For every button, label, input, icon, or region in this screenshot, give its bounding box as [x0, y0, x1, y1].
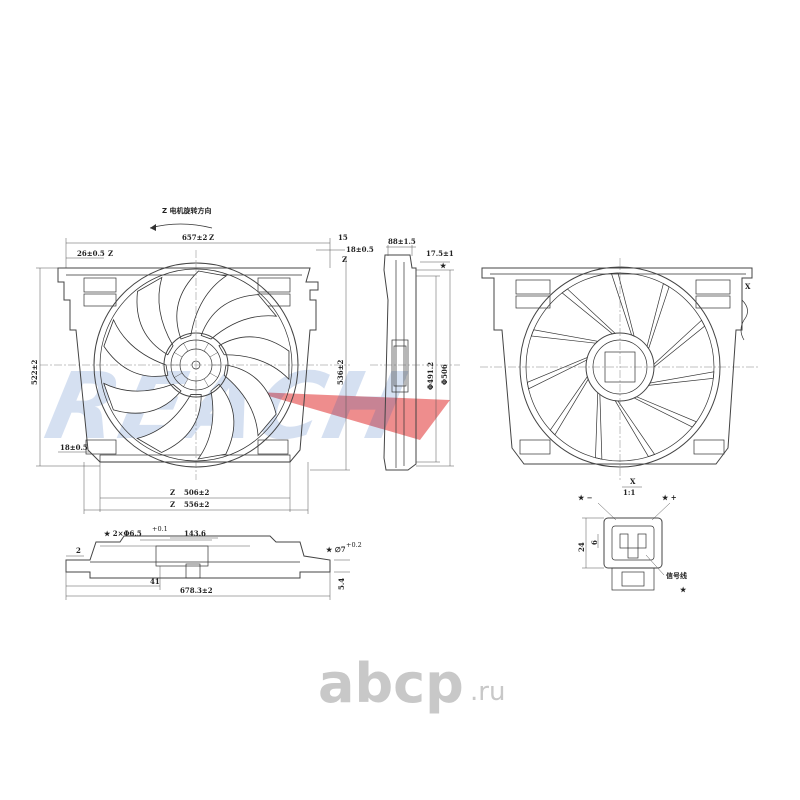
fan-blade: [136, 276, 174, 356]
fan-blade: [136, 394, 202, 453]
side-view: 88±1.5 17.5±1 ★ Φ491.2 Φ506: [370, 237, 460, 471]
hub-rib: [183, 343, 189, 352]
dim-spacing: 143.6: [184, 529, 206, 538]
dim-z-right: Z: [342, 255, 347, 264]
rear-view: X: [480, 258, 760, 480]
hub-rib: [203, 378, 209, 387]
detail-star: ★: [680, 585, 687, 594]
connector-body: [603, 517, 663, 569]
fan-blade: [176, 270, 228, 340]
rear-strut: [647, 371, 715, 386]
fan-blade: [223, 364, 277, 437]
dim-side-depth: 88±1.5: [388, 237, 416, 246]
rear-strut: [614, 400, 656, 458]
rear-outline: [481, 267, 753, 465]
dim-bottom-left: 18±0.5: [60, 443, 88, 452]
abcp-logo: abcp .ru: [318, 652, 505, 715]
dim-hole-tol: +0.1: [152, 525, 168, 533]
bottom-view: ★ 2×Φ6.5 +0.1 143.6 ★ ∅7 +0.2 2 41 678.3…: [65, 525, 362, 600]
connector-detail: X 1:1 ★ − ★ + 24 6 信号线 ★: [577, 477, 687, 594]
front-view: Z 电机旋转方向 657±2 Z 26±0.5 Z 15 18±0.5 Z: [30, 206, 374, 514]
side-star: ★: [440, 261, 447, 270]
dim-bottom-inner: 506±2: [184, 488, 209, 497]
fan-blade: [197, 383, 235, 460]
abcp-logo-domain: .ru: [470, 677, 505, 707]
dim-right-height: 5.4: [337, 578, 346, 590]
fan-blade: [103, 318, 169, 377]
dim-holes: ★ 2×Φ6.5: [104, 529, 142, 538]
dim-angle: ★ ∅7: [326, 545, 346, 554]
hub-rib: [209, 372, 218, 378]
fan-blade: [103, 382, 182, 414]
rotation-label: Z 电机旋转方向: [162, 206, 212, 215]
detail-neg: ★ −: [578, 493, 593, 502]
svg-text:Z: Z: [108, 249, 113, 258]
rear-strut: [595, 391, 603, 460]
abcp-logo-name: abcp: [318, 652, 464, 715]
fan-blade: [218, 336, 290, 381]
dim-shroud-dia: Φ506: [440, 364, 449, 385]
rear-strut: [633, 396, 697, 428]
rear-strut: [653, 319, 706, 368]
connector-latch: [611, 567, 655, 591]
rear-x-label: X: [745, 282, 751, 291]
side-outline: [383, 254, 417, 471]
hub-rib: [174, 372, 183, 378]
dim-bottom-outer: 556±2: [184, 500, 209, 509]
detail-signal: 信号线: [666, 571, 687, 580]
dim-z-top: Z: [209, 233, 214, 242]
hub-rib: [174, 352, 183, 358]
rear-strut: [530, 329, 599, 344]
dim-right-step: 15: [338, 233, 348, 242]
dim-left-41: 41: [150, 577, 160, 586]
detail-title: X: [630, 477, 636, 486]
detail-height: 24: [577, 542, 586, 552]
bottom-outline: [65, 535, 331, 579]
hub-rib: [203, 343, 209, 352]
dim-width-top: 657±2: [182, 233, 207, 242]
detail-scale: 1:1: [623, 488, 635, 497]
dim-height-right: 536±2: [336, 360, 345, 385]
hub-rib: [183, 378, 189, 387]
dim-fan-dia: Φ491.2: [426, 362, 435, 390]
dim-right-offset: 18±0.5: [346, 245, 374, 254]
rear-strut: [526, 356, 588, 390]
fan-blades: [103, 270, 290, 460]
dim-z-bottom-inner: Z: [170, 488, 175, 497]
dim-height-left: 522±2: [30, 360, 39, 385]
rear-strut: [549, 375, 589, 436]
detail-pos: ★ +: [662, 493, 677, 502]
fan-blade: [200, 294, 278, 340]
frame-outline: [57, 267, 319, 463]
detail-pin-h: 6: [590, 540, 599, 545]
dim-angle-tol: +0.2: [346, 541, 362, 549]
rear-strut: [561, 288, 616, 335]
dim-left-offset: 26±0.5: [77, 249, 105, 258]
dim-overall: 678.3±2: [180, 586, 213, 595]
dim-z-bottom-outer: Z: [170, 500, 175, 509]
rear-strut: [610, 272, 635, 337]
rotation-arrowhead: [150, 224, 156, 231]
hub-rib: [209, 352, 218, 358]
rear-strut: [646, 283, 670, 350]
dim-left-small: 2: [76, 546, 81, 555]
rotation-arrow: [149, 223, 213, 229]
dim-side-depth-right: 17.5±1: [426, 249, 454, 258]
watermark: REACH: [37, 353, 450, 460]
